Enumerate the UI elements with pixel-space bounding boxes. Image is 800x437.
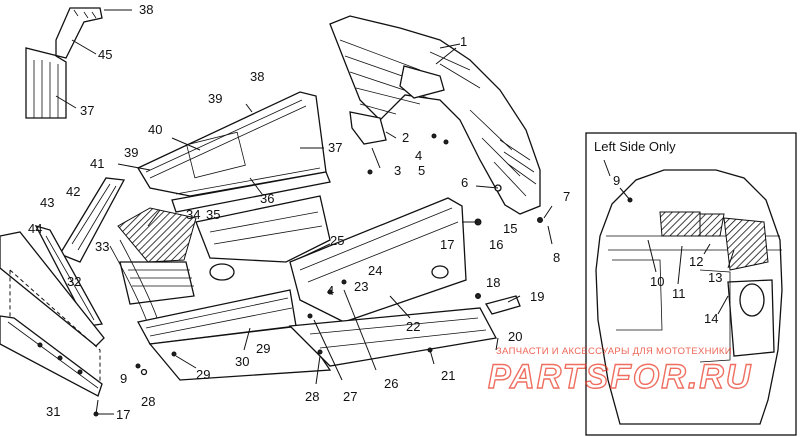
callout-13: 13 [708, 270, 722, 285]
callout-21: 21 [441, 368, 455, 383]
callout-10: 10 [650, 274, 664, 289]
watermark-logo: PARTSFOR.RU [488, 358, 752, 396]
callout-3: 3 [394, 163, 401, 178]
inset-title: Left Side Only [594, 139, 676, 154]
callout-42: 42 [66, 184, 80, 199]
belly-pan-31-32 [0, 231, 105, 397]
callout-16: 16 [489, 237, 503, 252]
radiator-assembly-33-34 [109, 207, 235, 331]
callout-27: 27 [343, 389, 357, 404]
watermark-caption: ЗАПЧАСТИ И АКСЕССУАРЫ ДЛЯ МОТОТЕХНИКИ [496, 346, 732, 357]
inset-left-side-only [585, 132, 797, 436]
callout-12: 12 [689, 254, 703, 269]
callout-30: 30 [235, 354, 249, 369]
callout-5: 5 [418, 163, 425, 178]
callout-leaders [95, 47, 553, 415]
callout-4: 4 [415, 148, 422, 163]
callout-40: 40 [148, 122, 162, 137]
callout-36: 36 [260, 191, 274, 206]
windshield-panel-36-40 [137, 91, 331, 213]
callout-20: 20 [508, 329, 522, 344]
callout-14: 14 [704, 311, 718, 326]
callout-41: 41 [90, 156, 104, 171]
callout-38: 38 [250, 69, 264, 84]
callout-6: 6 [461, 175, 468, 190]
callout-labels: 38 45 37 1 38 39 40 37 2 3 4 5 41 39 36 … [28, 2, 722, 422]
callout-9: 9 [120, 371, 127, 386]
callout-37: 37 [328, 140, 342, 155]
callout-8: 8 [553, 250, 560, 265]
callout-33: 33 [95, 239, 109, 254]
callout-32: 32 [67, 274, 81, 289]
callout-39: 39 [208, 91, 222, 106]
callout-38: 38 [139, 2, 153, 17]
callout-4: 4 [327, 283, 334, 298]
callout-43: 43 [40, 195, 54, 210]
watermark: ЗАПЧАСТИ И АКСЕССУАРЫ ДЛЯ МОТОТЕХНИКИ PA… [487, 346, 752, 397]
callout-23: 23 [354, 279, 368, 294]
center-body-panels [137, 195, 521, 381]
hood-shroud-1 [329, 15, 541, 215]
callout-17: 17 [116, 407, 130, 422]
callout-45: 45 [98, 47, 112, 62]
callout-9: 9 [613, 173, 620, 188]
callout-29: 29 [256, 341, 270, 356]
callout-1: 1 [460, 34, 467, 49]
callout-24: 24 [368, 263, 382, 278]
callout-22: 22 [406, 319, 420, 334]
callout-26: 26 [384, 376, 398, 391]
side-rails-41-44 [34, 177, 126, 327]
callout-34: 34 [186, 207, 200, 222]
callout-11: 11 [672, 286, 686, 301]
callout-19: 19 [530, 289, 544, 304]
callout-2: 2 [402, 130, 409, 145]
callout-18: 18 [486, 275, 500, 290]
callout-31: 31 [46, 404, 60, 419]
callout-37: 37 [80, 103, 94, 118]
callout-28: 28 [141, 394, 155, 409]
callout-17: 17 [440, 237, 454, 252]
callout-29: 29 [196, 367, 210, 382]
bracket-assembly-37-38-45 [25, 7, 132, 119]
callout-39: 39 [124, 145, 138, 160]
callout-35: 35 [206, 207, 220, 222]
callout-7: 7 [563, 189, 570, 204]
callout-28: 28 [305, 389, 319, 404]
callout-25: 25 [330, 233, 344, 248]
callout-15: 15 [503, 221, 517, 236]
callout-44: 44 [28, 221, 42, 236]
